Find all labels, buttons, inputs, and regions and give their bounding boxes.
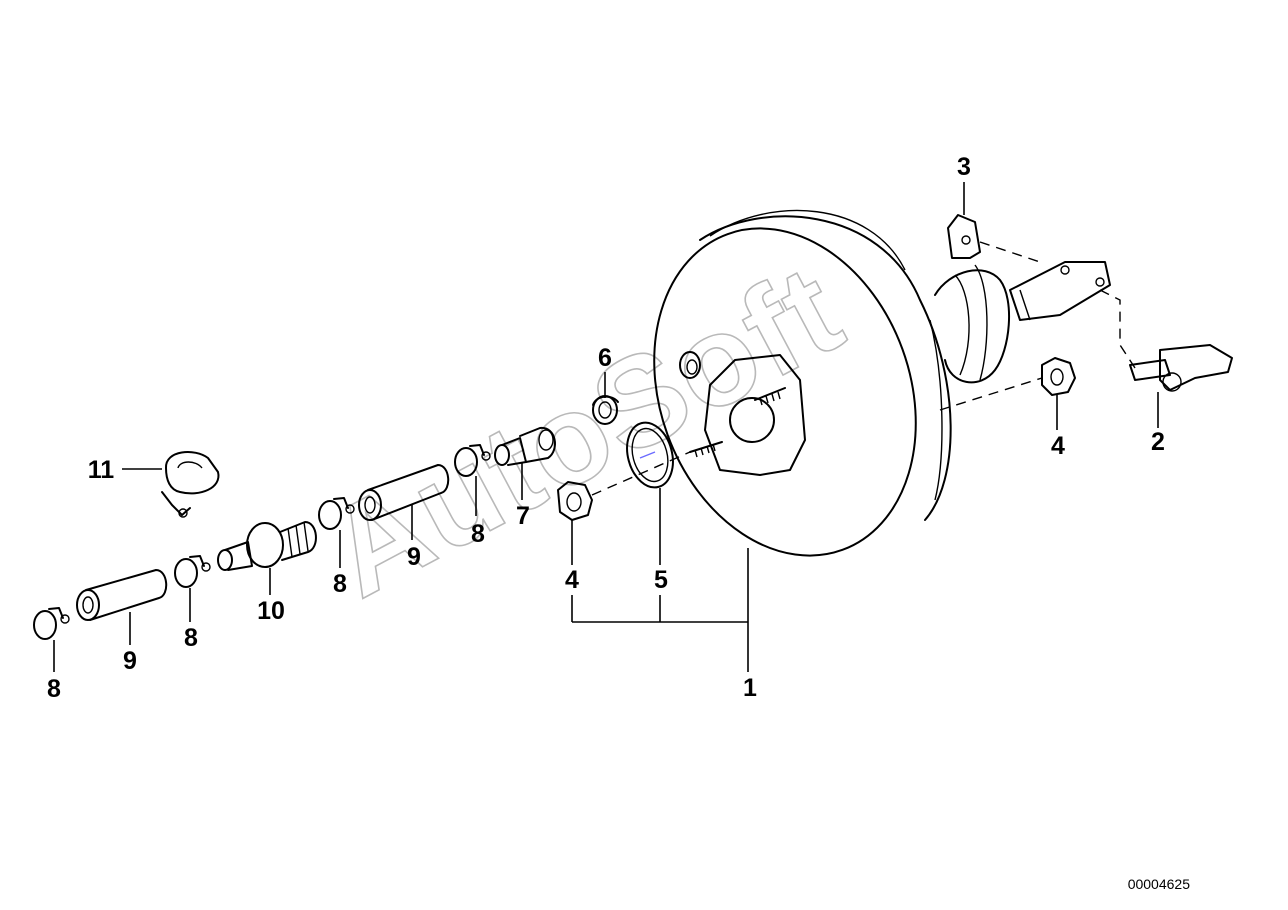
clevis-pin[interactable] [1129, 344, 1233, 392]
callout-10: 10 [257, 597, 285, 625]
clip-holder[interactable] [161, 451, 220, 518]
callout-4-left: 4 [565, 566, 579, 594]
brake-booster[interactable] [610, 191, 1111, 592]
check-valve[interactable] [494, 426, 556, 466]
callout-2: 2 [1151, 428, 1165, 456]
hex-nut-left[interactable] [557, 481, 593, 521]
o-ring[interactable] [620, 417, 680, 492]
hose-connector[interactable] [217, 521, 317, 571]
callout-8-lower: 8 [184, 624, 198, 652]
hose-clamp-1[interactable] [454, 444, 491, 477]
callout-8-bottom: 8 [47, 675, 61, 703]
callout-3: 3 [957, 153, 971, 181]
vacuum-hose-upper[interactable] [358, 464, 450, 521]
callout-1: 1 [743, 674, 757, 702]
hex-nut-right[interactable] [1041, 357, 1076, 396]
vacuum-hose-lower[interactable] [76, 569, 168, 621]
callouts: 1 2 3 4 4 5 6 7 8 8 8 8 9 9 10 11 [47, 153, 1165, 703]
diagram-id: 00004625 [1127, 876, 1190, 892]
callout-8-mid: 8 [333, 570, 347, 598]
callout-4-right: 4 [1051, 432, 1065, 460]
spring-clip[interactable] [947, 214, 981, 259]
watermark: AutoSoft [305, 237, 865, 626]
watermark-text: AutoSoft [306, 237, 864, 624]
callout-6: 6 [598, 344, 612, 372]
assembly-lines [591, 241, 1136, 496]
callout-5: 5 [654, 566, 668, 594]
hose-clamp-2[interactable] [318, 497, 355, 530]
leader-lines [53, 182, 1159, 672]
callout-7: 7 [516, 502, 530, 530]
hose-clamp-3[interactable] [174, 555, 211, 588]
callout-8-top: 8 [471, 520, 485, 548]
callout-11: 11 [88, 456, 115, 484]
hose-clamp-4[interactable] [33, 607, 70, 640]
callout-9-upper: 9 [407, 543, 421, 571]
callout-9-lower: 9 [123, 647, 137, 675]
